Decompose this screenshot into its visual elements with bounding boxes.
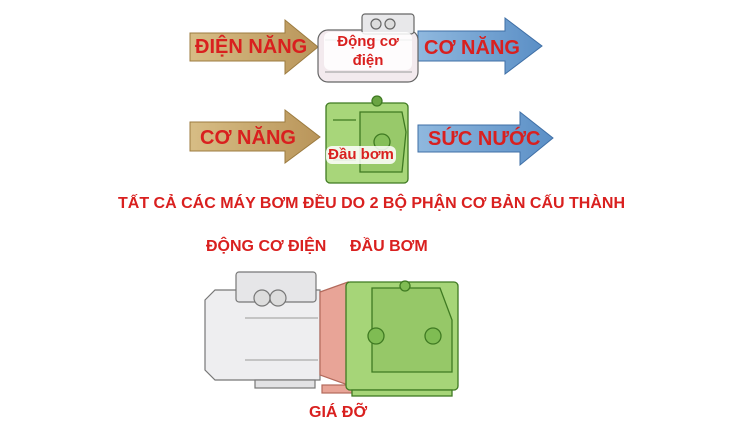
electric-energy-label: ĐIỆN NĂNG (195, 36, 308, 58)
mechanical-energy-out-label: CƠ NĂNG (424, 37, 520, 59)
arrow-mechanical-energy-out (417, 16, 543, 76)
caption: TẤT CẢ CÁC MÁY BƠM ĐỀU DO 2 BỘ PHẬN CƠ B… (118, 195, 625, 212)
assembly-pump-head (345, 280, 459, 397)
assembly-bracket (319, 281, 353, 394)
mechanical-energy-in-label: CƠ NĂNG (200, 127, 296, 149)
assembly-motor (204, 271, 321, 389)
assembly-bracket-label: GIÁ ĐỠ (309, 404, 368, 421)
arrow-mechanical-energy-in (189, 108, 321, 164)
pump-head-icon (325, 95, 409, 184)
assembly-pump-label: ĐẦU BƠM (350, 238, 428, 255)
water-power-label: SỨC NƯỚC (428, 128, 541, 150)
pump-head-label: Đầu bơm (326, 146, 396, 164)
arrow-electric-energy (189, 18, 319, 76)
assembly-motor-label: ĐỘNG CƠ ĐIỆN (206, 238, 327, 255)
arrow-water-power (417, 110, 554, 167)
motor-label: Động cơ điện (324, 32, 412, 70)
